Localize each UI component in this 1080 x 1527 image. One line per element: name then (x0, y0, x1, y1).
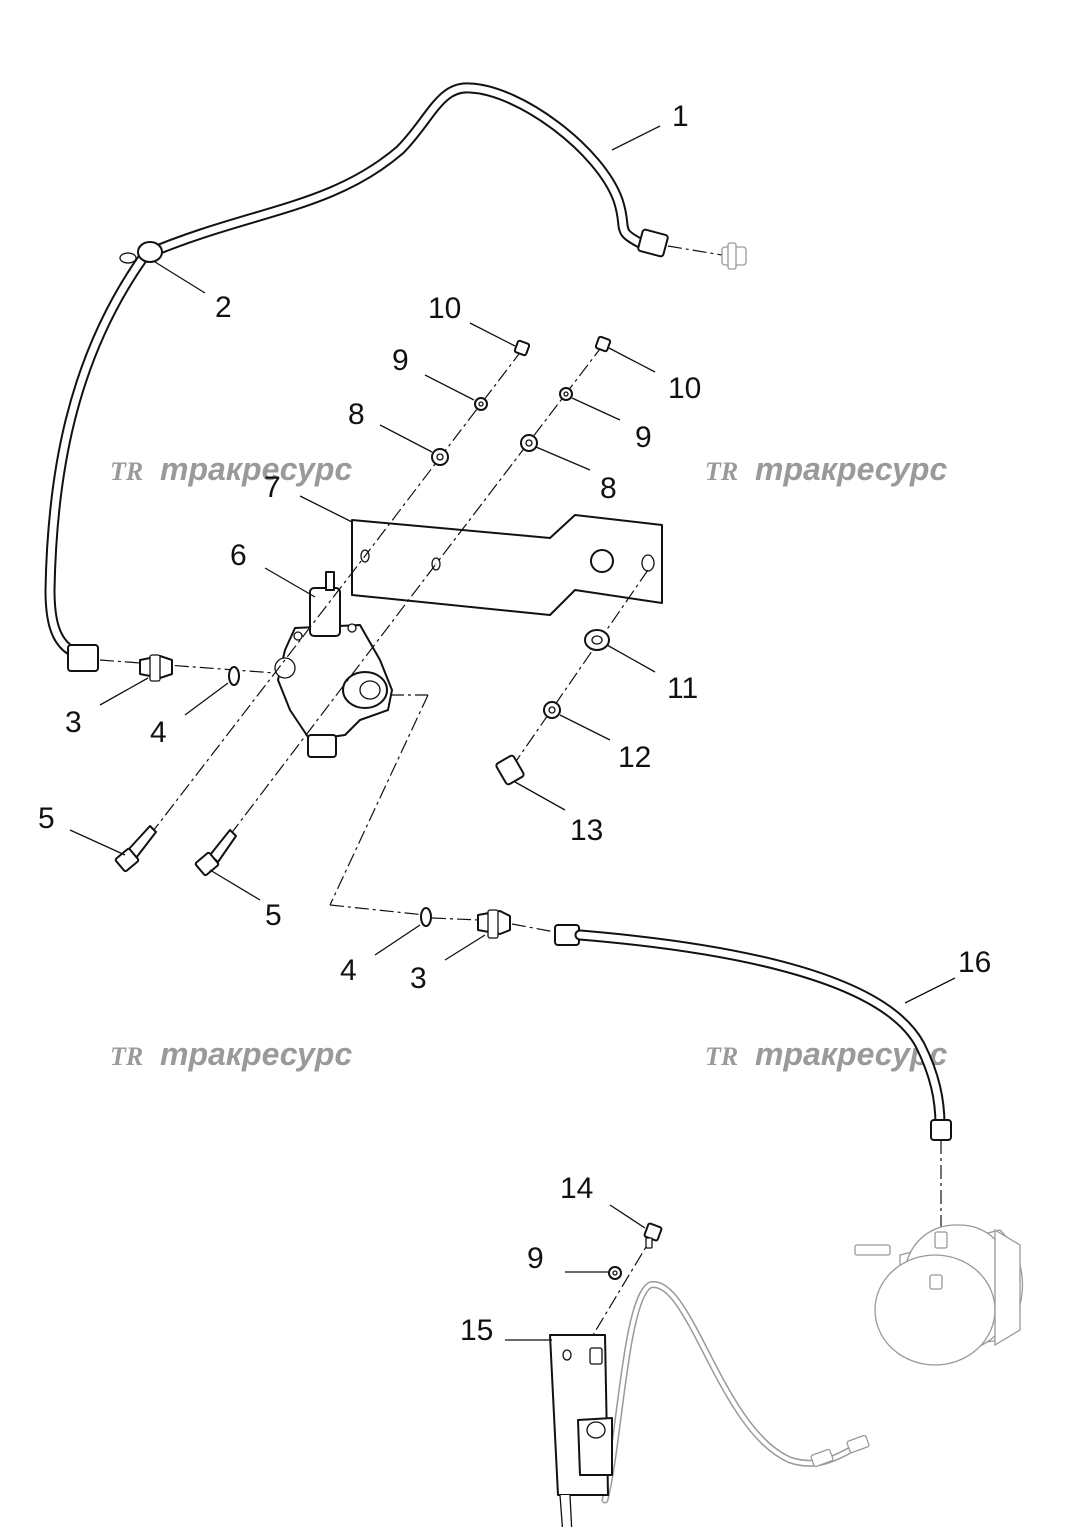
watermark-text: тракресурс (160, 1036, 352, 1072)
callout-4-left: 4 (150, 716, 167, 749)
watermark-top-left: TR тракресурс (110, 451, 352, 487)
bolt-13 (495, 754, 525, 786)
watermark-bottom-right: TR тракресурс (705, 1036, 947, 1072)
watermark-logo: TR (705, 457, 738, 486)
callout-10-left: 10 (428, 292, 461, 325)
callout-10-right: 10 (668, 372, 701, 405)
callout-3-left: 3 (65, 706, 82, 739)
watermark-top-right: TR тракресурс (705, 451, 947, 487)
callout-11: 11 (667, 672, 698, 705)
fitting-3-bottom (477, 909, 511, 939)
callout-1: 1 (672, 100, 689, 133)
watermark-logo: TR (110, 457, 143, 486)
o-ring-4-left (228, 666, 240, 686)
bracket-7 (351, 514, 663, 616)
bolt-5-left (114, 825, 157, 873)
nut-10-right (594, 335, 612, 353)
bracket-15 (549, 1334, 613, 1527)
callout-13: 13 (570, 814, 603, 847)
callout-4-bottom: 4 (340, 954, 357, 987)
o-ring-4-bottom (420, 907, 432, 927)
callout-9-left: 9 (392, 344, 409, 377)
callout-12: 12 (618, 741, 651, 774)
bolt-14 (643, 1222, 663, 1249)
watermark-logo: TR (110, 1042, 143, 1071)
sensor-cable (601, 1281, 870, 1504)
hose-1 (44, 82, 669, 672)
fitting-top-right (667, 242, 747, 270)
nut-10-left (513, 339, 531, 357)
valve-6 (274, 571, 393, 758)
callout-14: 14 (560, 1172, 593, 1205)
hose-nut (67, 644, 99, 672)
callout-3-bottom: 3 (410, 962, 427, 995)
fitting-3-left (99, 654, 276, 682)
watermark-text: тракресурс (160, 451, 352, 487)
hose-nut (637, 228, 669, 258)
callout-9-bottom: 9 (527, 1242, 544, 1275)
callout-7: 7 (264, 471, 281, 504)
callout-8-left: 8 (348, 398, 365, 431)
callout-9-right: 9 (635, 421, 652, 454)
watermark-logo: TR (705, 1042, 738, 1071)
callout-2: 2 (215, 291, 232, 324)
callout-5-right: 5 (265, 899, 282, 932)
callout-8-right: 8 (600, 472, 617, 505)
callout-15: 15 (460, 1314, 493, 1347)
callout-6: 6 (230, 539, 247, 572)
clamp-2 (119, 241, 163, 264)
hose-16 (554, 924, 952, 1141)
bolt-5-right (194, 829, 237, 877)
flow-line (329, 904, 426, 916)
air-tank (854, 1224, 1024, 1366)
flow-line (329, 694, 429, 906)
watermark-text: тракресурс (755, 451, 947, 487)
watermark-bottom-left: TR тракресурс (110, 1036, 352, 1072)
callout-16: 16 (958, 946, 991, 979)
callout-5-left: 5 (38, 802, 55, 835)
